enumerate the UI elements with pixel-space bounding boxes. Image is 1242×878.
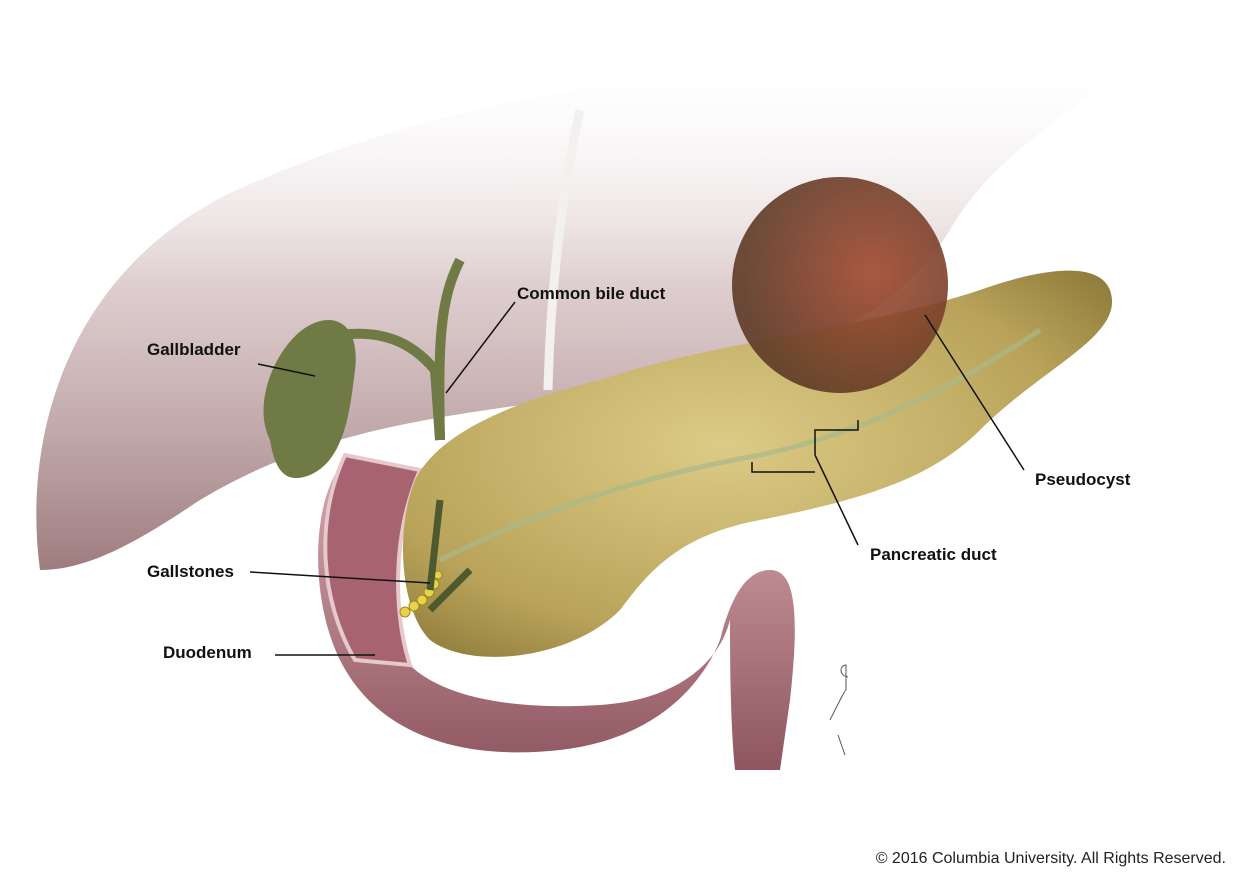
pancreatic-duct-bracket [751,420,859,473]
bile-duct [339,328,445,441]
copyright-notice: © 2016 Columbia University. All Rights R… [875,850,1226,867]
gallbladder [263,320,356,479]
hepatic-vessel [543,109,585,391]
pancreatic-duct-line [438,327,1042,563]
leader-common-bile-duct [445,301,516,394]
label-common-bile-duct: Common bile duct [517,284,666,303]
pseudocyst [732,177,948,393]
label-gallbladder: Gallbladder [147,340,241,359]
pancreas [403,270,1113,657]
label-duodenum: Duodenum [163,643,252,662]
common-bile-duct [434,257,465,441]
duodenum [318,460,795,770]
leader-gallbladder [257,363,316,377]
duct-in-head [426,499,473,613]
leader-gallstones [249,571,431,584]
artist-signature [829,664,849,756]
leader-pseudocyst [924,314,1025,471]
label-pancreatic-duct: Pancreatic duct [870,545,997,564]
duodenum-lumen [323,452,423,668]
label-gallstones: Gallstones [147,562,234,581]
label-pseudocyst: Pseudocyst [1035,470,1131,489]
leader-pancreatic-duct [814,454,859,546]
